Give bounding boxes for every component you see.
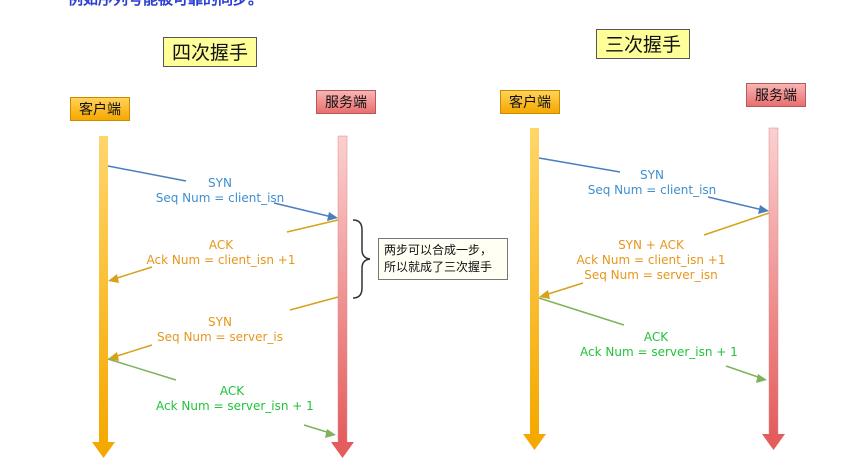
right-syn-label-line1: SYN <box>640 168 664 182</box>
left-ack2-label: ACK Ack Num = server_isn + 1 <box>156 384 314 414</box>
four-way-title: 四次握手 <box>163 37 257 67</box>
right-synack-label-line3: Seq Num = server_isn <box>584 268 718 282</box>
left-syn-arrow <box>107 165 338 221</box>
left-syn-label-line2: Seq Num = client_isn <box>155 191 285 205</box>
left-client-label: 客户端 <box>70 97 130 121</box>
left-ack-label: ACK Ack Num = client_isn +1 <box>146 238 296 268</box>
left-ack2-arrow <box>107 358 336 438</box>
left-ack-label-line2: Ack Num = client_isn +1 <box>146 253 296 267</box>
left-server-label: 服务端 <box>316 90 376 114</box>
right-client-lifeline <box>523 128 546 450</box>
left-syn2-label-line2: Seq Num = server_is <box>157 330 283 344</box>
merge-note-line2: 所以就成了三次握手 <box>384 260 493 274</box>
left-syn2-label: SYN Seq Num = server_is <box>150 315 290 345</box>
merge-note: 两步可以合成一步， 所以就成了三次握手 <box>378 238 508 280</box>
right-synack-label: SYN + ACK Ack Num = client_isn +1 Seq Nu… <box>576 238 726 283</box>
right-synack-label-line2: Ack Num = client_isn +1 <box>576 253 726 267</box>
left-syn-label-line1: SYN <box>208 176 232 190</box>
right-client-label: 客户端 <box>500 90 560 114</box>
left-ack2-label-line1: ACK <box>219 384 245 398</box>
left-server-lifeline <box>331 135 354 458</box>
right-ack-arrow <box>538 297 767 383</box>
right-server-label: 服务端 <box>746 83 806 107</box>
left-ack2-label-line2: Ack Num = server_isn + 1 <box>156 399 314 413</box>
left-client-lifeline <box>92 136 115 458</box>
left-syn-label: SYN Seq Num = client_isn <box>150 176 290 206</box>
right-synack-label-line1: SYN + ACK <box>618 238 684 252</box>
right-ack-label: ACK Ack Num = server_isn + 1 <box>580 330 738 360</box>
merge-note-line1: 两步可以合成一步， <box>384 243 493 257</box>
left-ack-label-line1: ACK <box>208 238 234 252</box>
left-syn2-arrow <box>108 296 339 361</box>
three-way-title: 三次握手 <box>596 29 690 59</box>
right-syn-label: SYN Seq Num = client_isn <box>582 168 722 198</box>
right-ack-label-line1: ACK <box>643 330 669 344</box>
right-synack-arrow <box>539 212 770 299</box>
header-text: 例如序列号能被可靠的同步。 <box>68 0 263 9</box>
right-syn-label-line2: Seq Num = client_isn <box>587 183 717 197</box>
left-syn2-label-line1: SYN <box>208 315 232 329</box>
right-syn-arrow <box>538 157 769 214</box>
right-server-lifeline <box>762 127 785 450</box>
right-ack-label-line2: Ack Num = server_isn + 1 <box>580 345 738 359</box>
merge-brace <box>352 219 371 299</box>
left-ack-arrow <box>108 219 339 283</box>
